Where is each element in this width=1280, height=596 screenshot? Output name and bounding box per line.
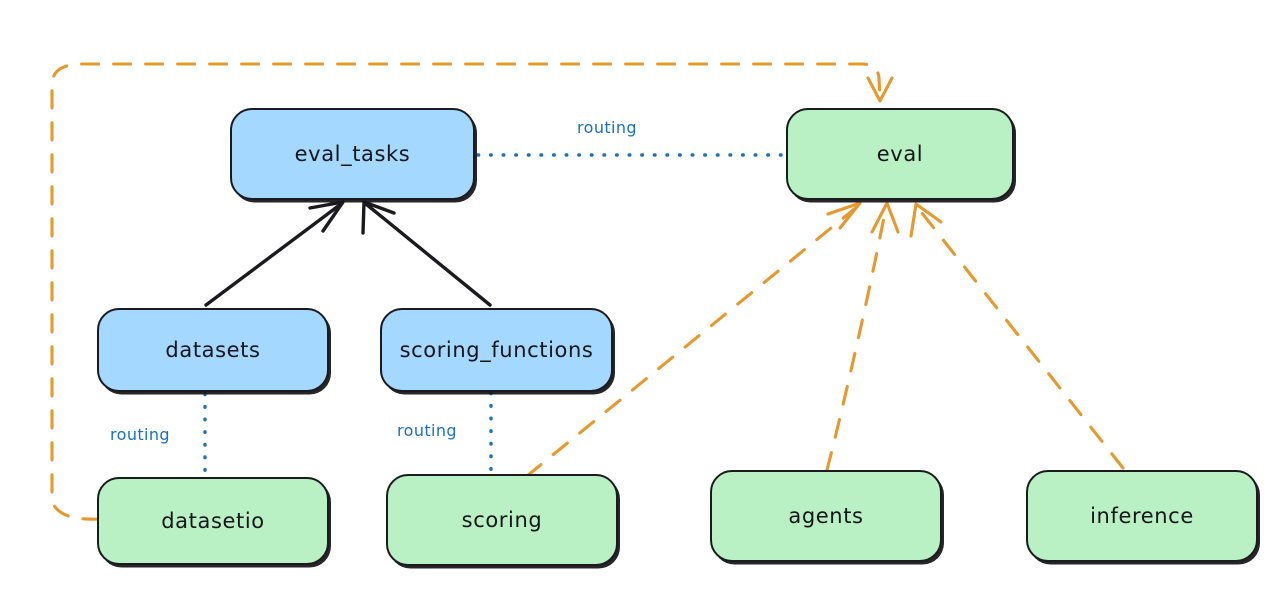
node-eval[interactable]: eval	[786, 108, 1014, 200]
node-label-scoring-functions: scoring_functions	[399, 338, 594, 362]
edge-scoring-functions-to-eval-tasks	[361, 200, 492, 307]
edge-label-routing-eval: routing	[577, 118, 637, 137]
node-datasets[interactable]: datasets	[97, 308, 329, 392]
edge-inference-to-eval	[909, 202, 1125, 470]
node-label-inference: inference	[1090, 504, 1194, 528]
edge-datasets-to-eval-tasks	[204, 200, 345, 307]
node-scoring-functions[interactable]: scoring_functions	[380, 308, 613, 392]
node-scoring[interactable]: scoring	[386, 474, 618, 566]
node-label-eval-tasks: eval_tasks	[294, 142, 411, 166]
edge-label-routing-scoring-functions: routing	[397, 421, 457, 440]
node-inference[interactable]: inference	[1026, 470, 1258, 562]
edge-label-routing-datasets: routing	[110, 425, 170, 444]
node-label-agents: agents	[788, 504, 864, 528]
node-label-datasets: datasets	[165, 338, 261, 362]
node-label-datasetio: datasetio	[161, 509, 265, 533]
node-label-eval: eval	[876, 142, 924, 166]
node-datasetio[interactable]: datasetio	[97, 477, 329, 565]
node-eval-tasks[interactable]: eval_tasks	[230, 108, 475, 200]
node-label-scoring: scoring	[461, 508, 543, 532]
edge-agents-to-eval	[825, 201, 900, 472]
node-agents[interactable]: agents	[710, 470, 942, 562]
